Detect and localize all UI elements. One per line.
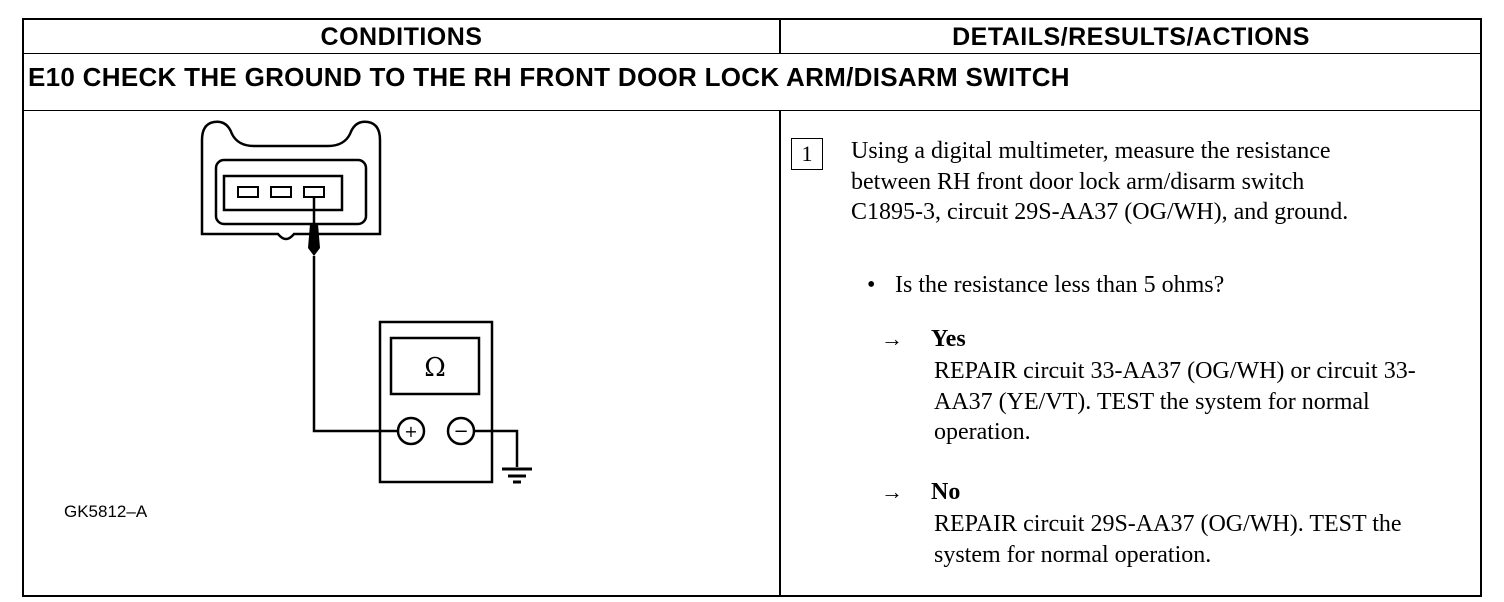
step-instruction: Using a digital multimeter, measure the … [851, 138, 1349, 225]
multimeter-case [378, 320, 494, 484]
step-title-row: E10 CHECK THE GROUND TO THE RH FRONT DOO… [24, 54, 1480, 111]
no-label: No [931, 479, 961, 505]
step-title: E10 CHECK THE GROUND TO THE RH FRONT DOO… [28, 62, 1070, 92]
conditions-heading: CONDITIONS [320, 23, 483, 51]
connector-pin-3 [303, 186, 325, 198]
step-number-box: 1 [791, 138, 823, 170]
positive-lead [312, 256, 397, 433]
connector-terminal-window [222, 174, 344, 212]
connector-pin-2 [270, 186, 292, 198]
probe-tip [308, 224, 320, 256]
connector-pin-1 [237, 186, 259, 198]
multimeter-display [389, 336, 481, 396]
connector-body [214, 158, 368, 226]
ohm-symbol: Ω [424, 353, 446, 383]
negative-lead [474, 429, 519, 467]
arrow-right-icon: → [881, 326, 903, 351]
yes-label: Yes [931, 326, 966, 352]
connector-diagram: Ω + − GK5812–A [24, 112, 779, 597]
column-divider [779, 111, 781, 597]
no-action: REPAIR circuit 29S-AA37 (OG/WH). TEST th… [934, 511, 1402, 568]
question-text: Is the resistance less than 5 ohms? [895, 272, 1225, 298]
figure-code: GK5812–A [64, 502, 148, 521]
table-header: CONDITIONS DETAILS/RESULTS/ACTIONS [24, 20, 1480, 54]
yes-action: REPAIR circuit 33-AA37 (OG/WH) or circui… [934, 358, 1416, 445]
wiring-diagram: Ω + − [200, 120, 532, 484]
connector-shell [200, 120, 382, 241]
minus-symbol: − [453, 421, 468, 442]
procedure-table: CONDITIONS DETAILS/RESULTS/ACTIONS E10 C… [22, 18, 1482, 597]
details-heading: DETAILS/RESULTS/ACTIONS [952, 23, 1310, 51]
details-column: 1 Using a digital multimeter, measure th… [781, 112, 1481, 597]
question-line: • Is the resistance less than 5 ohms? [867, 272, 1224, 299]
positive-jack [396, 416, 426, 446]
plus-symbol: + [404, 422, 417, 441]
arrow-right-icon: → [881, 479, 903, 504]
header-divider [779, 20, 781, 54]
bullet-icon: • [867, 272, 876, 298]
